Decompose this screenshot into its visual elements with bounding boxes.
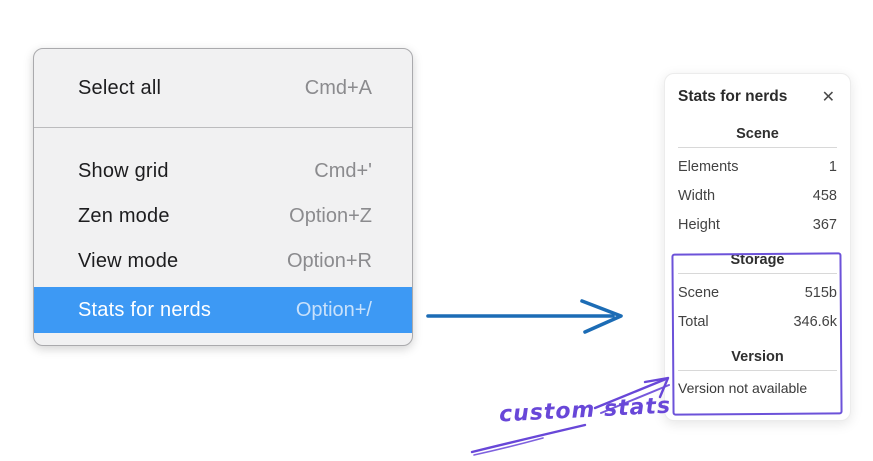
stats-panel-title: Stats for nerds xyxy=(678,88,788,105)
menu-item-label: Select all xyxy=(78,76,162,99)
scene-heading: Scene xyxy=(736,126,779,142)
stat-row-total-size: Total 346.6k xyxy=(678,308,837,337)
stat-value: 346.6k xyxy=(793,314,837,330)
menu-item-shortcut: Cmd+A xyxy=(304,76,372,99)
scene-section: Scene Elements 1 Width 458 Height 367 xyxy=(678,123,837,240)
menu-item-view-mode[interactable]: View mode Option+R xyxy=(34,239,412,284)
stats-panel: Stats for nerds ✕ Scene Elements 1 Width… xyxy=(664,73,851,421)
menu-item-stats-for-nerds[interactable]: Stats for nerds Option+/ xyxy=(34,287,412,333)
stat-value: 458 xyxy=(812,188,837,204)
menu-item-label: Stats for nerds xyxy=(78,298,212,321)
stat-label: Width xyxy=(678,188,716,204)
stat-row-width: Width 458 xyxy=(678,182,837,211)
stat-row-scene-size: Scene 515b xyxy=(678,279,837,308)
storage-section: Storage Scene 515b Total 346.6k xyxy=(678,249,837,337)
storage-heading: Storage xyxy=(730,252,785,268)
stat-value: 1 xyxy=(828,159,837,175)
menu-item-shortcut: Option+Z xyxy=(289,205,372,227)
menu-divider xyxy=(34,127,412,128)
divider xyxy=(678,147,837,148)
close-icon: ✕ xyxy=(821,87,835,106)
menu-item-show-grid[interactable]: Show grid Cmd+' xyxy=(34,149,412,194)
divider xyxy=(678,273,837,274)
stat-label: Scene xyxy=(678,285,720,301)
menu-item-shortcut: Option+/ xyxy=(295,298,372,321)
menu-item-label: View mode xyxy=(78,250,179,272)
divider xyxy=(678,370,837,371)
close-button[interactable]: ✕ xyxy=(820,87,837,107)
annotation-arrows xyxy=(470,376,670,456)
stat-value: 367 xyxy=(812,217,837,233)
stat-value: 515b xyxy=(804,285,837,301)
menu-item-zen-mode[interactable]: Zen mode Option+Z xyxy=(34,194,412,239)
stat-label: Elements xyxy=(678,159,739,175)
stats-panel-header: Stats for nerds ✕ xyxy=(678,87,837,107)
menu-item-label: Zen mode xyxy=(78,205,170,227)
stat-label: Height xyxy=(678,217,720,233)
version-heading: Version xyxy=(731,349,784,365)
menu-item-label: Show grid xyxy=(78,160,169,182)
flow-arrow xyxy=(426,299,623,334)
stat-row-height: Height 367 xyxy=(678,211,837,240)
version-note: Version not available xyxy=(678,380,808,396)
menu-item-shortcut: Cmd+' xyxy=(314,160,372,182)
context-menu: Select all Cmd+A Show grid Cmd+' Zen mod… xyxy=(33,48,413,346)
stat-label: Total xyxy=(678,314,709,330)
version-section: Version Version not available xyxy=(678,346,837,403)
menu-item-shortcut: Option+R xyxy=(286,250,372,272)
stat-row-elements: Elements 1 xyxy=(678,153,837,182)
menu-item-select-all[interactable]: Select all Cmd+A xyxy=(34,66,412,111)
